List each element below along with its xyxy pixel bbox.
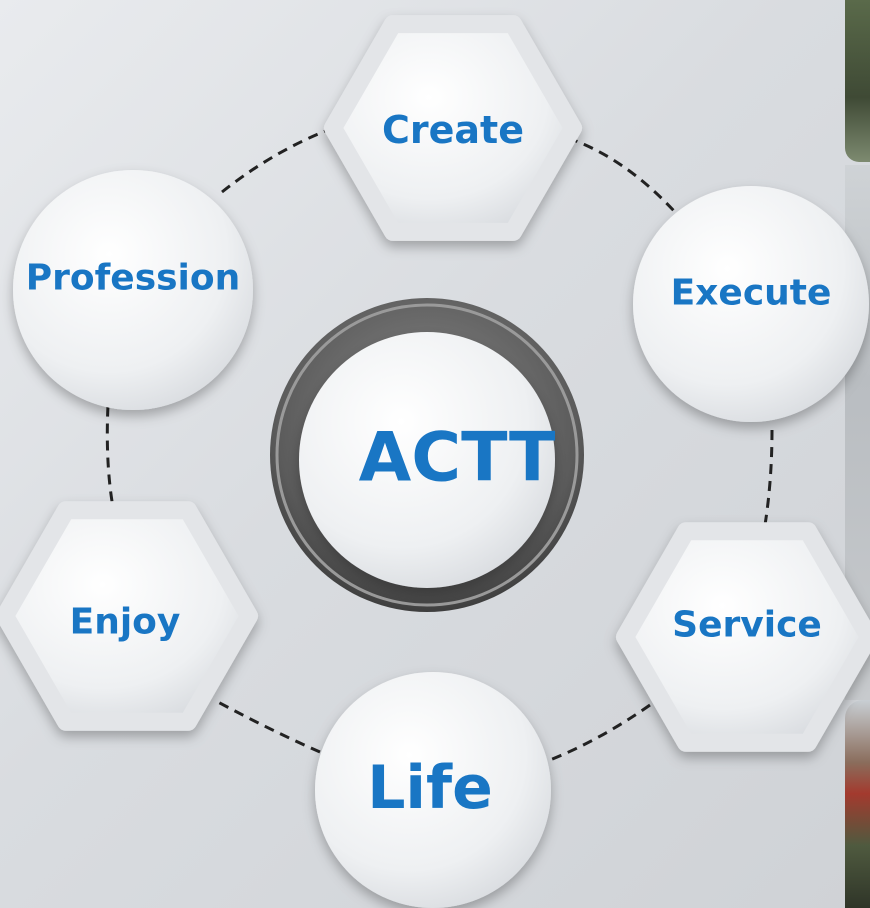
connector-service-life (549, 703, 651, 762)
node-shape-life (315, 672, 551, 908)
node-label-life: Life (367, 753, 493, 823)
node-shape-create (324, 15, 582, 241)
node-label-enjoy: Enjoy (69, 601, 181, 643)
node-shape-enjoy (0, 501, 258, 731)
photo-edge-top (845, 0, 870, 162)
node-label-service: Service (672, 604, 822, 646)
node-shape-execute (633, 186, 869, 422)
center-disc (299, 332, 555, 588)
connector-life-enjoy (217, 700, 321, 754)
node-shape-service (616, 522, 870, 752)
connector-execute-service (763, 429, 774, 526)
node-label-create: Create (382, 108, 524, 152)
center-ring-highlight (275, 303, 579, 607)
node-shape-profession (13, 170, 253, 410)
connector-enjoy-profession (105, 404, 117, 519)
connector-create-execute (567, 136, 677, 214)
node-label-profession: Profession (25, 257, 241, 299)
photo-edge-bottom (845, 700, 870, 908)
node-label-execute: Execute (670, 272, 832, 314)
center-node (270, 298, 584, 612)
center-label: ACTT (358, 418, 556, 498)
connector-lines (105, 126, 774, 762)
node-shapes (0, 15, 870, 908)
connector-profession-create (221, 126, 334, 194)
